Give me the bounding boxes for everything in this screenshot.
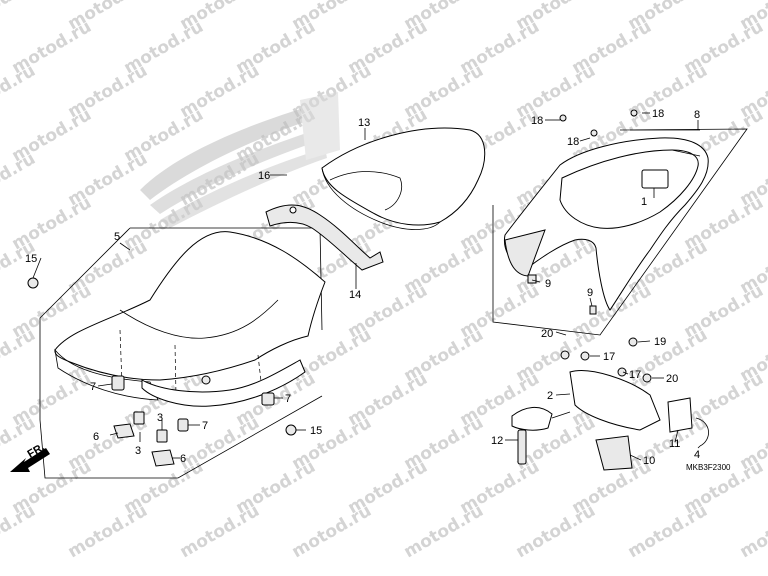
watermark-text: motod.ru <box>0 149 39 210</box>
seat-small-parts <box>27 277 297 467</box>
callout-18b: 18 <box>567 136 579 148</box>
callout-10: 10 <box>643 455 655 467</box>
callout-5: 5 <box>114 231 120 243</box>
callout-7b: 7 <box>285 393 291 405</box>
callout-17b: 17 <box>629 369 641 381</box>
watermark-text: motod.ru <box>625 501 711 562</box>
pillion-seat[interactable] <box>321 127 486 230</box>
callout-13: 13 <box>358 117 370 129</box>
callout-1: 1 <box>641 196 647 208</box>
callout-20a: 20 <box>541 328 553 340</box>
callout-20b: 20 <box>666 373 678 385</box>
leader-lines <box>32 112 701 461</box>
callout-2: 2 <box>547 390 553 402</box>
drawing-code: MKB3F2300 <box>686 463 731 472</box>
watermark-text: motod.ru <box>737 501 768 562</box>
callout-3a: 3 <box>157 412 163 424</box>
callout-19: 19 <box>654 336 666 348</box>
callout-11: 11 <box>669 438 680 450</box>
rear-cowl-frame <box>492 128 748 336</box>
watermark-text: motod.ru <box>65 501 151 562</box>
watermark-text: motod.ru <box>0 237 39 298</box>
watermark-text: motod.ru <box>289 501 375 562</box>
watermark-text: motod.ru <box>0 325 39 386</box>
callout-18a: 18 <box>531 115 543 127</box>
watermark-text: motod.ru <box>0 61 39 122</box>
callout-15a: 15 <box>25 253 37 265</box>
callout-9b: 9 <box>587 287 593 299</box>
callout-9a: 9 <box>545 278 551 290</box>
callout-7a: 7 <box>90 381 96 393</box>
wing-logo-pattern <box>140 92 340 228</box>
watermark-text: motod.ru <box>513 501 599 562</box>
front-direction-arrow: FR. <box>10 441 50 472</box>
callout-16: 16 <box>258 170 270 182</box>
watermark-text: motod.ru <box>401 501 487 562</box>
callout-17a: 17 <box>603 351 615 363</box>
seat-bracket[interactable] <box>265 204 384 271</box>
callout-7c: 7 <box>202 420 208 432</box>
rider-seat[interactable] <box>54 231 326 407</box>
watermark-text: motod.ru <box>0 0 39 34</box>
watermark-text: motod.ru <box>0 501 39 562</box>
callout-18c: 18 <box>652 108 664 120</box>
callout-6a: 6 <box>93 431 99 443</box>
callout-14: 14 <box>349 289 361 301</box>
watermark-text: motod.ru <box>177 501 263 562</box>
callout-4: 4 <box>694 449 700 461</box>
rear-cowl[interactable] <box>503 137 709 311</box>
callout-12: 12 <box>491 435 503 447</box>
callout-3b: 3 <box>135 445 141 457</box>
callout-labels: 1 2 3 3 4 5 6 6 7 7 7 8 9 9 10 11 12 13 … <box>25 108 731 472</box>
seat-lock-parts[interactable] <box>511 109 709 471</box>
callout-8: 8 <box>694 109 700 121</box>
callout-6b: 6 <box>180 453 186 465</box>
callout-15b: 15 <box>310 425 322 437</box>
